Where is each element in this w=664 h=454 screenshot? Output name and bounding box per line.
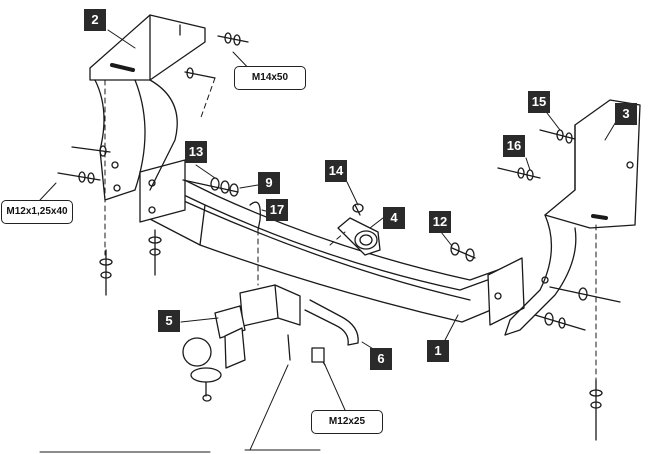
hardware-fasteners (57, 32, 621, 441)
callout-3: 3 (615, 103, 637, 125)
left-end-plate (139, 159, 186, 223)
callout-17: 17 (266, 199, 288, 221)
right-end-plate (487, 257, 525, 326)
callout-14: 14 (325, 160, 347, 182)
callout-9: 9 (258, 172, 280, 194)
spring-pin (249, 201, 261, 231)
callout-2: 2 (84, 9, 106, 31)
right-bracket (504, 99, 641, 336)
spec-label-m12x125x40: M12x1,25x40 (1, 200, 73, 224)
spec-label-m12x25: M12x25 (311, 410, 383, 434)
receiver-and-ball-mount (182, 284, 301, 402)
towing-socket (337, 217, 381, 256)
callout-4: 4 (383, 207, 405, 229)
callout-15: 15 (528, 91, 550, 113)
left-bracket (89, 14, 206, 201)
callout-13: 13 (185, 141, 207, 163)
callout-12: 12 (429, 211, 451, 233)
spec-label-m14x50: M14x50 (234, 66, 306, 90)
pin-clip (304, 299, 359, 346)
callout-16: 16 (503, 135, 525, 157)
callout-1: 1 (427, 340, 449, 362)
assembly-dash-lines (104, 77, 597, 381)
callout-5: 5 (158, 310, 180, 332)
callout-6: 6 (370, 348, 392, 370)
main-cross-beam (147, 167, 521, 323)
